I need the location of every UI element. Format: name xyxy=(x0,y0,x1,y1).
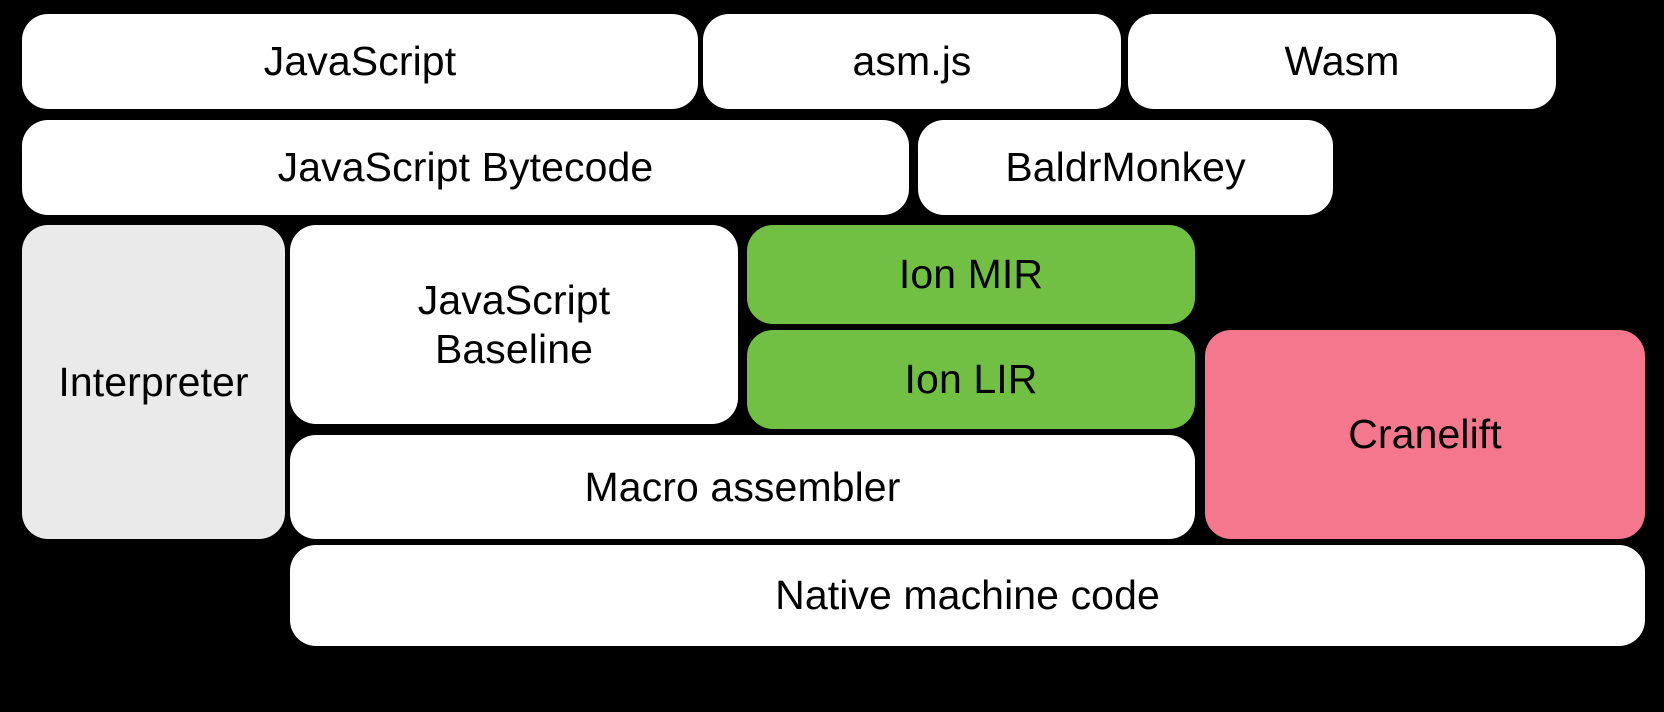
node-label: Cranelift xyxy=(1348,411,1502,458)
node-label: JavaScript xyxy=(263,38,457,85)
node-label: JavaScript Bytecode xyxy=(277,144,654,191)
node-macro-assembler: Macro assembler xyxy=(290,435,1195,539)
node-label: asm.js xyxy=(852,38,972,85)
node-javascript: JavaScript xyxy=(22,14,698,109)
node-interpreter: Interpreter xyxy=(22,225,285,539)
node-ion-mir: Ion MIR xyxy=(747,225,1195,324)
node-label: JavaScript Baseline xyxy=(417,277,611,372)
node-js-baseline: JavaScript Baseline xyxy=(290,225,738,424)
node-label: Native machine code xyxy=(775,572,1160,619)
node-label: Interpreter xyxy=(58,358,249,405)
node-cranelift: Cranelift xyxy=(1205,330,1645,539)
node-baldrmonkey: BaldrMonkey xyxy=(918,120,1333,215)
node-label: Macro assembler xyxy=(584,463,901,510)
node-label: Ion MIR xyxy=(898,251,1044,298)
node-label: Ion LIR xyxy=(904,356,1038,403)
node-label: Wasm xyxy=(1284,38,1400,85)
node-native-machine-code: Native machine code xyxy=(290,545,1645,646)
node-asmjs: asm.js xyxy=(703,14,1121,109)
node-wasm: Wasm xyxy=(1128,14,1556,109)
node-js-bytecode: JavaScript Bytecode xyxy=(22,120,909,215)
node-ion-lir: Ion LIR xyxy=(747,330,1195,429)
node-label: BaldrMonkey xyxy=(1005,144,1246,191)
